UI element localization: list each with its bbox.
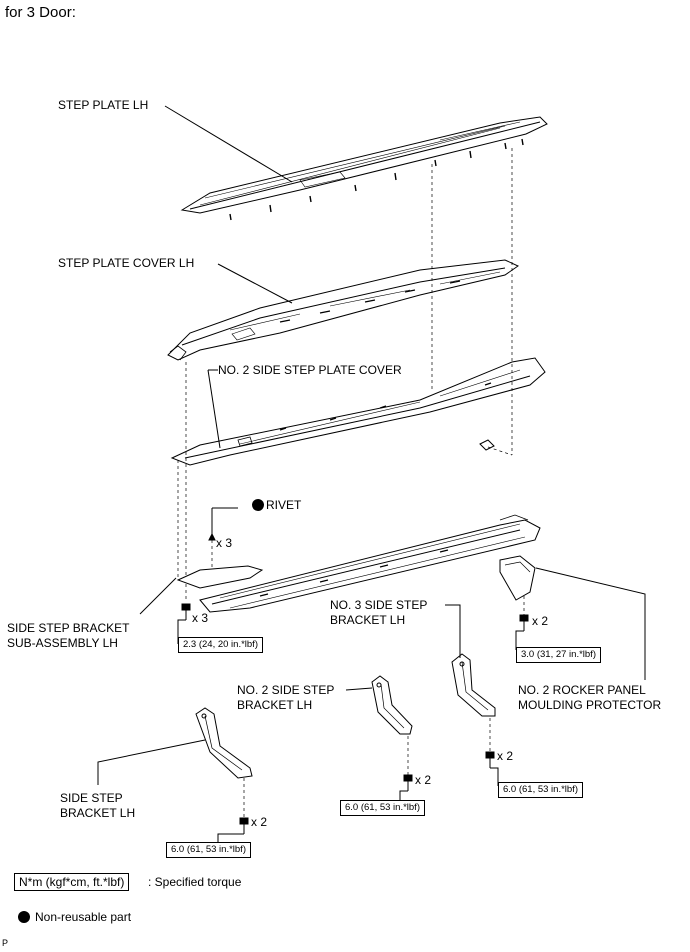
side-bolt-quantity: x 2 xyxy=(251,815,268,829)
label-rocker-protector: NO. 2 ROCKER PANEL MOULDING PROTECTOR xyxy=(518,683,661,713)
label-subassy-line1: SIDE STEP BRACKET xyxy=(7,621,130,635)
label-no2-bracket: NO. 2 SIDE STEP BRACKET LH xyxy=(237,683,334,713)
rocker-panel-protector-drawing xyxy=(499,555,536,601)
alignment-lines xyxy=(177,148,525,818)
torque-subassy: 2.3 (24, 20 in.*lbf) xyxy=(178,637,263,653)
legend-torque-unit: N*m (kgf*cm, ft.*lbf) xyxy=(14,873,130,891)
no3-bolt-quantity: x 2 xyxy=(497,749,514,763)
label-step-plate-cover: STEP PLATE COVER LH xyxy=(58,256,195,270)
label-step-plate: STEP PLATE LH xyxy=(58,98,149,112)
no2-bolt-quantity: x 2 xyxy=(415,773,432,787)
no2-side-step-plate-cover-leader xyxy=(207,369,221,449)
torque-no2: 6.0 (61, 53 in.*lbf) xyxy=(340,800,425,816)
side-step-bracket-subassembly-drawing xyxy=(176,514,541,613)
label-side-line2: BRACKET LH xyxy=(60,806,136,820)
subassy-bolt-quantity: x 3 xyxy=(192,611,209,625)
rivet-quantity: x 3 xyxy=(216,536,233,550)
legend-nonreusable: Non-reusable part xyxy=(35,910,132,924)
label-rocker-line2: MOULDING PROTECTOR xyxy=(518,698,662,712)
bolt-icons xyxy=(181,603,529,834)
footer-code: P xyxy=(2,938,9,948)
no2-bracket-leader xyxy=(345,687,373,691)
legend-nonreusable-dot-icon xyxy=(18,911,30,923)
label-no3-line2: BRACKET LH xyxy=(330,613,406,627)
torque-no3: 6.0 (61, 53 in.*lbf) xyxy=(498,782,583,798)
label-rocker-line1: NO. 2 ROCKER PANEL xyxy=(518,683,646,697)
label-no2-side-step-plate-cover: NO. 2 SIDE STEP PLATE COVER xyxy=(218,363,402,377)
nonreusable-dot-icon xyxy=(252,499,264,511)
subassy-leader xyxy=(139,577,177,615)
torque-leaders xyxy=(177,619,524,843)
torque-protector: 3.0 (31, 27 in.*lbf) xyxy=(516,647,601,663)
no2-side-step-plate-cover-drawing xyxy=(170,357,546,466)
legend-torque-desc: : Specified torque xyxy=(148,875,242,889)
page-heading: for 3 Door: xyxy=(5,4,76,21)
label-no2-line2: BRACKET LH xyxy=(237,698,313,712)
label-side-bracket: SIDE STEP BRACKET LH xyxy=(60,791,135,821)
label-side-line1: SIDE STEP xyxy=(60,791,123,805)
step-plate-leader xyxy=(164,105,293,183)
step-plate-drawing xyxy=(180,116,548,221)
side-bracket-leader xyxy=(97,739,206,785)
label-no3-bracket: NO. 3 SIDE STEP BRACKET LH xyxy=(330,598,427,628)
step-plate-cover-drawing xyxy=(167,259,520,361)
clip-drawing xyxy=(479,439,495,451)
rivet-pointer xyxy=(208,507,238,541)
label-no3-line1: NO. 3 SIDE STEP xyxy=(330,598,428,612)
no2-side-step-bracket-drawing xyxy=(371,675,413,735)
torque-side: 6.0 (61, 53 in.*lbf) xyxy=(166,842,251,858)
label-subassy: SIDE STEP BRACKET SUB-ASSEMBLY LH xyxy=(7,621,129,651)
side-step-bracket-drawing xyxy=(195,707,253,779)
label-rivet: RIVET xyxy=(266,498,302,512)
rocker-protector-leader xyxy=(535,567,646,680)
protector-bolt-quantity: x 2 xyxy=(532,614,549,628)
label-subassy-line2: SUB-ASSEMBLY LH xyxy=(7,636,118,650)
no3-leader xyxy=(445,604,461,658)
step-plate-cover-leader xyxy=(217,263,293,304)
label-no2-line1: NO. 2 SIDE STEP xyxy=(237,683,335,697)
no3-side-step-bracket-drawing xyxy=(451,653,496,717)
